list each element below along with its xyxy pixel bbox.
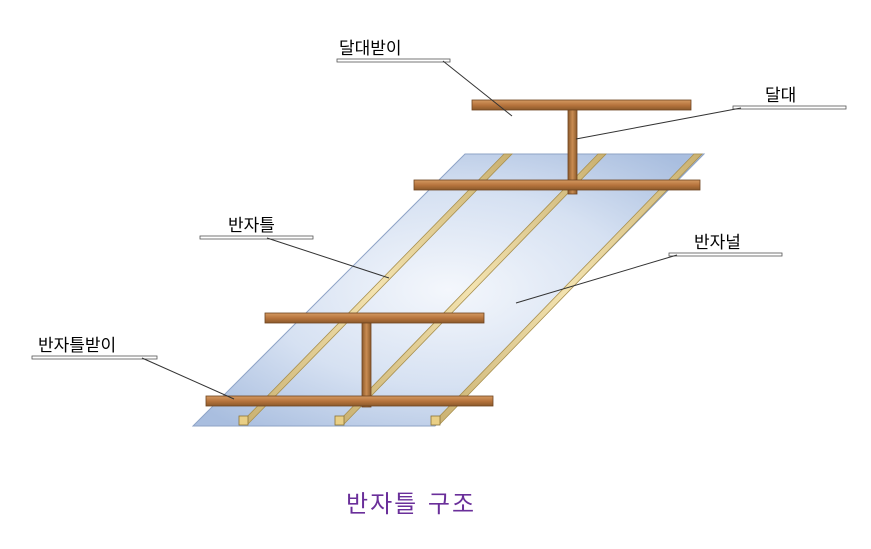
label-hanger-support-text: 달대받이 <box>339 39 402 59</box>
hanger-support-beam-upper <box>471 99 692 111</box>
joist-end-3 <box>430 415 441 426</box>
label-ceiling-joist: 반자틀 <box>199 216 390 279</box>
lower-hanger-assembly <box>205 312 494 408</box>
label-hanger-text: 달대 <box>765 86 796 106</box>
label-joist-support-text: 반자틀받이 <box>38 336 116 356</box>
joist-end-1 <box>238 415 249 426</box>
hanger-support-beam-lower <box>264 312 485 324</box>
upper-hanger-assembly <box>413 99 701 195</box>
label-ceiling-board-text: 반자널 <box>694 233 741 253</box>
hanger-upper <box>567 109 578 195</box>
label-hanger: 달대 <box>575 86 847 140</box>
label-ceiling-joist-text: 반자틀 <box>228 216 275 236</box>
label-joist-support: 반자틀받이 <box>31 336 235 400</box>
joist-end-2 <box>334 415 345 426</box>
label-ceiling-board: 반자널 <box>515 233 783 304</box>
label-hanger-support: 달대받이 <box>336 39 513 117</box>
joist-support-beam-lower <box>205 395 494 407</box>
ceiling-board <box>191 153 706 427</box>
diagram-caption: 반자틀 구조 <box>346 490 476 518</box>
hanger-lower <box>361 322 372 408</box>
ceiling-joists <box>238 153 703 426</box>
joist-support-beam-upper <box>413 179 701 191</box>
